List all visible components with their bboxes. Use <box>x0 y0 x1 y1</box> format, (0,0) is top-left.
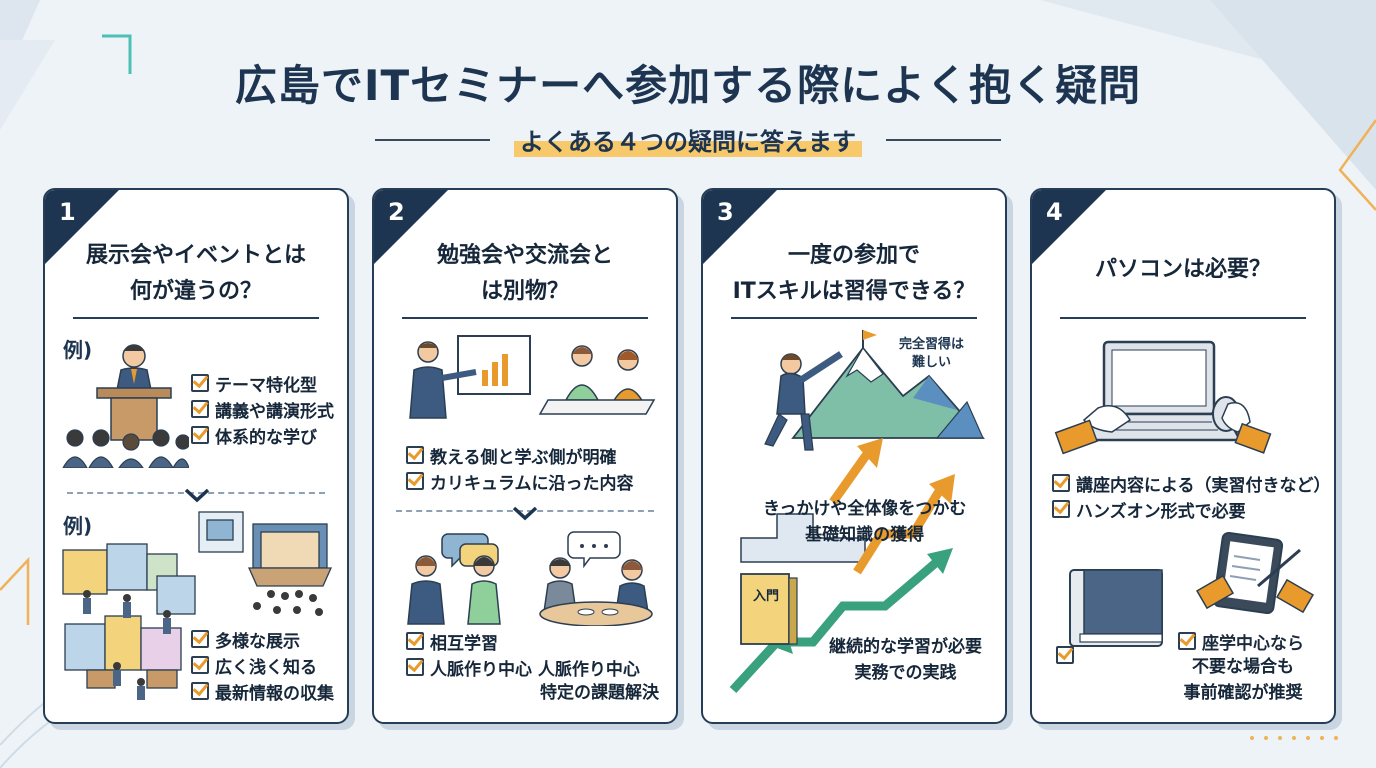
checklist-item: 講義や講演形式 <box>191 396 334 422</box>
checklist-item: 最新情報の収集 <box>191 678 334 704</box>
card-title-line: ITスキルは習得できる？ <box>732 279 976 304</box>
checkbox-icon <box>191 682 209 700</box>
card-number: 4 <box>1046 198 1063 226</box>
card-title-line: 一度の参加で <box>787 243 920 268</box>
pc-checklist: 講座内容による（実習付きなど） ハンズオン形式で必要 <box>1052 470 1331 522</box>
example-label: 例) <box>63 338 93 362</box>
card-title: 勉強会や交流会と は別物？ <box>374 238 676 310</box>
subtitle-row: よくある４つの疑問に答えます <box>0 122 1376 157</box>
card-1: 1 展示会やイベントとは 何が違うの？ 例) テーマ特化型 講義や講演形式 体系… <box>43 188 349 724</box>
example-label: 例) <box>63 514 93 538</box>
card-title: パソコンは必要？ <box>1032 252 1334 288</box>
checkbox-icon <box>406 658 424 676</box>
checklist-item: 講座内容による（実習付きなど） <box>1052 470 1331 496</box>
meetup-checklist: 相互学習 人脈作り中心 人脈作り中心 <box>406 628 640 680</box>
card-divider <box>1060 317 1306 319</box>
checkbox-icon <box>406 472 424 490</box>
card-number-badge <box>45 190 119 264</box>
card-title-line: 展示会やイベントとは <box>85 243 306 268</box>
chevron-down-icon <box>512 506 538 521</box>
checkbox-icon <box>191 656 209 674</box>
checkbox-icon <box>406 446 424 464</box>
checklist-item: カリキュラムに沿った内容 <box>406 468 634 494</box>
event-checklist: 多様な展示 広く浅く知る 最新情報の収集 <box>191 626 334 704</box>
card-number-badge <box>374 190 448 264</box>
dashed-divider <box>396 510 654 512</box>
checkbox-icon <box>191 374 209 392</box>
card-title: 展示会やイベントとは 何が違うの？ <box>45 238 347 310</box>
checkbox-icon <box>191 630 209 648</box>
checklist-item: 教える側と学ぶ側が明確 <box>406 442 634 468</box>
card-divider <box>73 317 319 319</box>
checklist-item: 多様な展示 <box>191 626 334 652</box>
lecture-line: 不要な場合も <box>1192 657 1294 677</box>
card-title-line: パソコンは必要？ <box>1094 257 1271 282</box>
chevron-down-icon <box>184 488 210 503</box>
learning-path-illustration <box>729 330 985 694</box>
checklist-item: 広く浅く知る <box>191 652 334 678</box>
checkbox-icon <box>406 632 424 650</box>
checkbox-icon <box>191 426 209 444</box>
card-4: 4 パソコンは必要？ 講座内容による（実習付きなど） ハンズオン形式で必要 座学… <box>1030 188 1336 724</box>
lecture-line: 事前確認が推奨 <box>1183 683 1303 703</box>
card-divider <box>402 317 648 319</box>
exhibition-booths-icon <box>62 511 333 700</box>
lecture-checklist: 座学中心なら 不要な場合も 事前確認が推奨 <box>1178 628 1304 706</box>
seminar-checklist: テーマ特化型 講義や講演形式 体系的な学び <box>191 370 334 448</box>
checklist-item: ハンズオン形式で必要 <box>1052 496 1331 522</box>
subtitle-line-left <box>375 138 490 141</box>
checklist-item: 人脈作り中心 人脈作り中心 <box>406 654 640 680</box>
card-title: 一度の参加で ITスキルは習得できる？ <box>703 238 1005 310</box>
card-number: 2 <box>388 198 405 226</box>
checkbox-icon <box>191 400 209 418</box>
notebook-tablet-icon <box>1069 531 1315 647</box>
checkbox-icon <box>1052 500 1070 518</box>
card-title-line: 勉強会や交流会と <box>436 243 613 268</box>
book-label: 入門 <box>753 589 780 604</box>
checkbox-icon <box>1056 646 1074 664</box>
lecture-presentation-icon <box>409 335 656 419</box>
continuous-label: 継続的な学習が必要 実務での実践 <box>829 637 982 683</box>
seminar-checklist: 教える側と学ぶ側が明確 カリキュラムに沿った内容 <box>406 442 634 494</box>
step-label: きっかけや全体像をつかむ 基礎知識の獲得 <box>763 499 967 545</box>
laptop-icon <box>1054 340 1272 455</box>
checkbox-icon <box>1052 474 1070 492</box>
card-number: 3 <box>717 198 734 226</box>
card-3: 3 一度の参加で ITスキルは習得できる？ 完全習得は 難しい 入門 きっかけや… <box>701 188 1007 724</box>
checklist-item: 相互学習 <box>406 628 640 654</box>
checklist-item: 体系的な学び <box>191 422 334 448</box>
dashed-divider <box>67 492 325 494</box>
meetup-discussion-icon <box>407 531 653 626</box>
page-subtitle: よくある４つの疑問に答えます <box>514 122 862 157</box>
card-number: 1 <box>59 198 76 226</box>
subtitle-line-right <box>886 138 1001 141</box>
card-divider <box>731 317 977 319</box>
card-number-badge <box>703 190 777 264</box>
meetup-extra-text: 特定の課題解決 <box>540 683 659 703</box>
card-title-line: は別物？ <box>480 279 569 304</box>
seminar-lecturer-icon <box>62 344 189 468</box>
mountain-label: 完全習得は 難しい <box>899 337 965 370</box>
checklist-item: テーマ特化型 <box>191 370 334 396</box>
card-2: 2 勉強会や交流会と は別物？ 教える側と学ぶ側が明確 カリキュラムに沿った内容 <box>372 188 678 724</box>
checkbox-icon <box>1178 632 1196 650</box>
checklist-item: 座学中心なら <box>1178 628 1304 654</box>
page-title: 広島でITセミナーへ参加する際によく抱く疑問 <box>234 61 1142 110</box>
card-title-line: 何が違うの？ <box>129 279 262 304</box>
card-number-badge <box>1032 190 1106 264</box>
